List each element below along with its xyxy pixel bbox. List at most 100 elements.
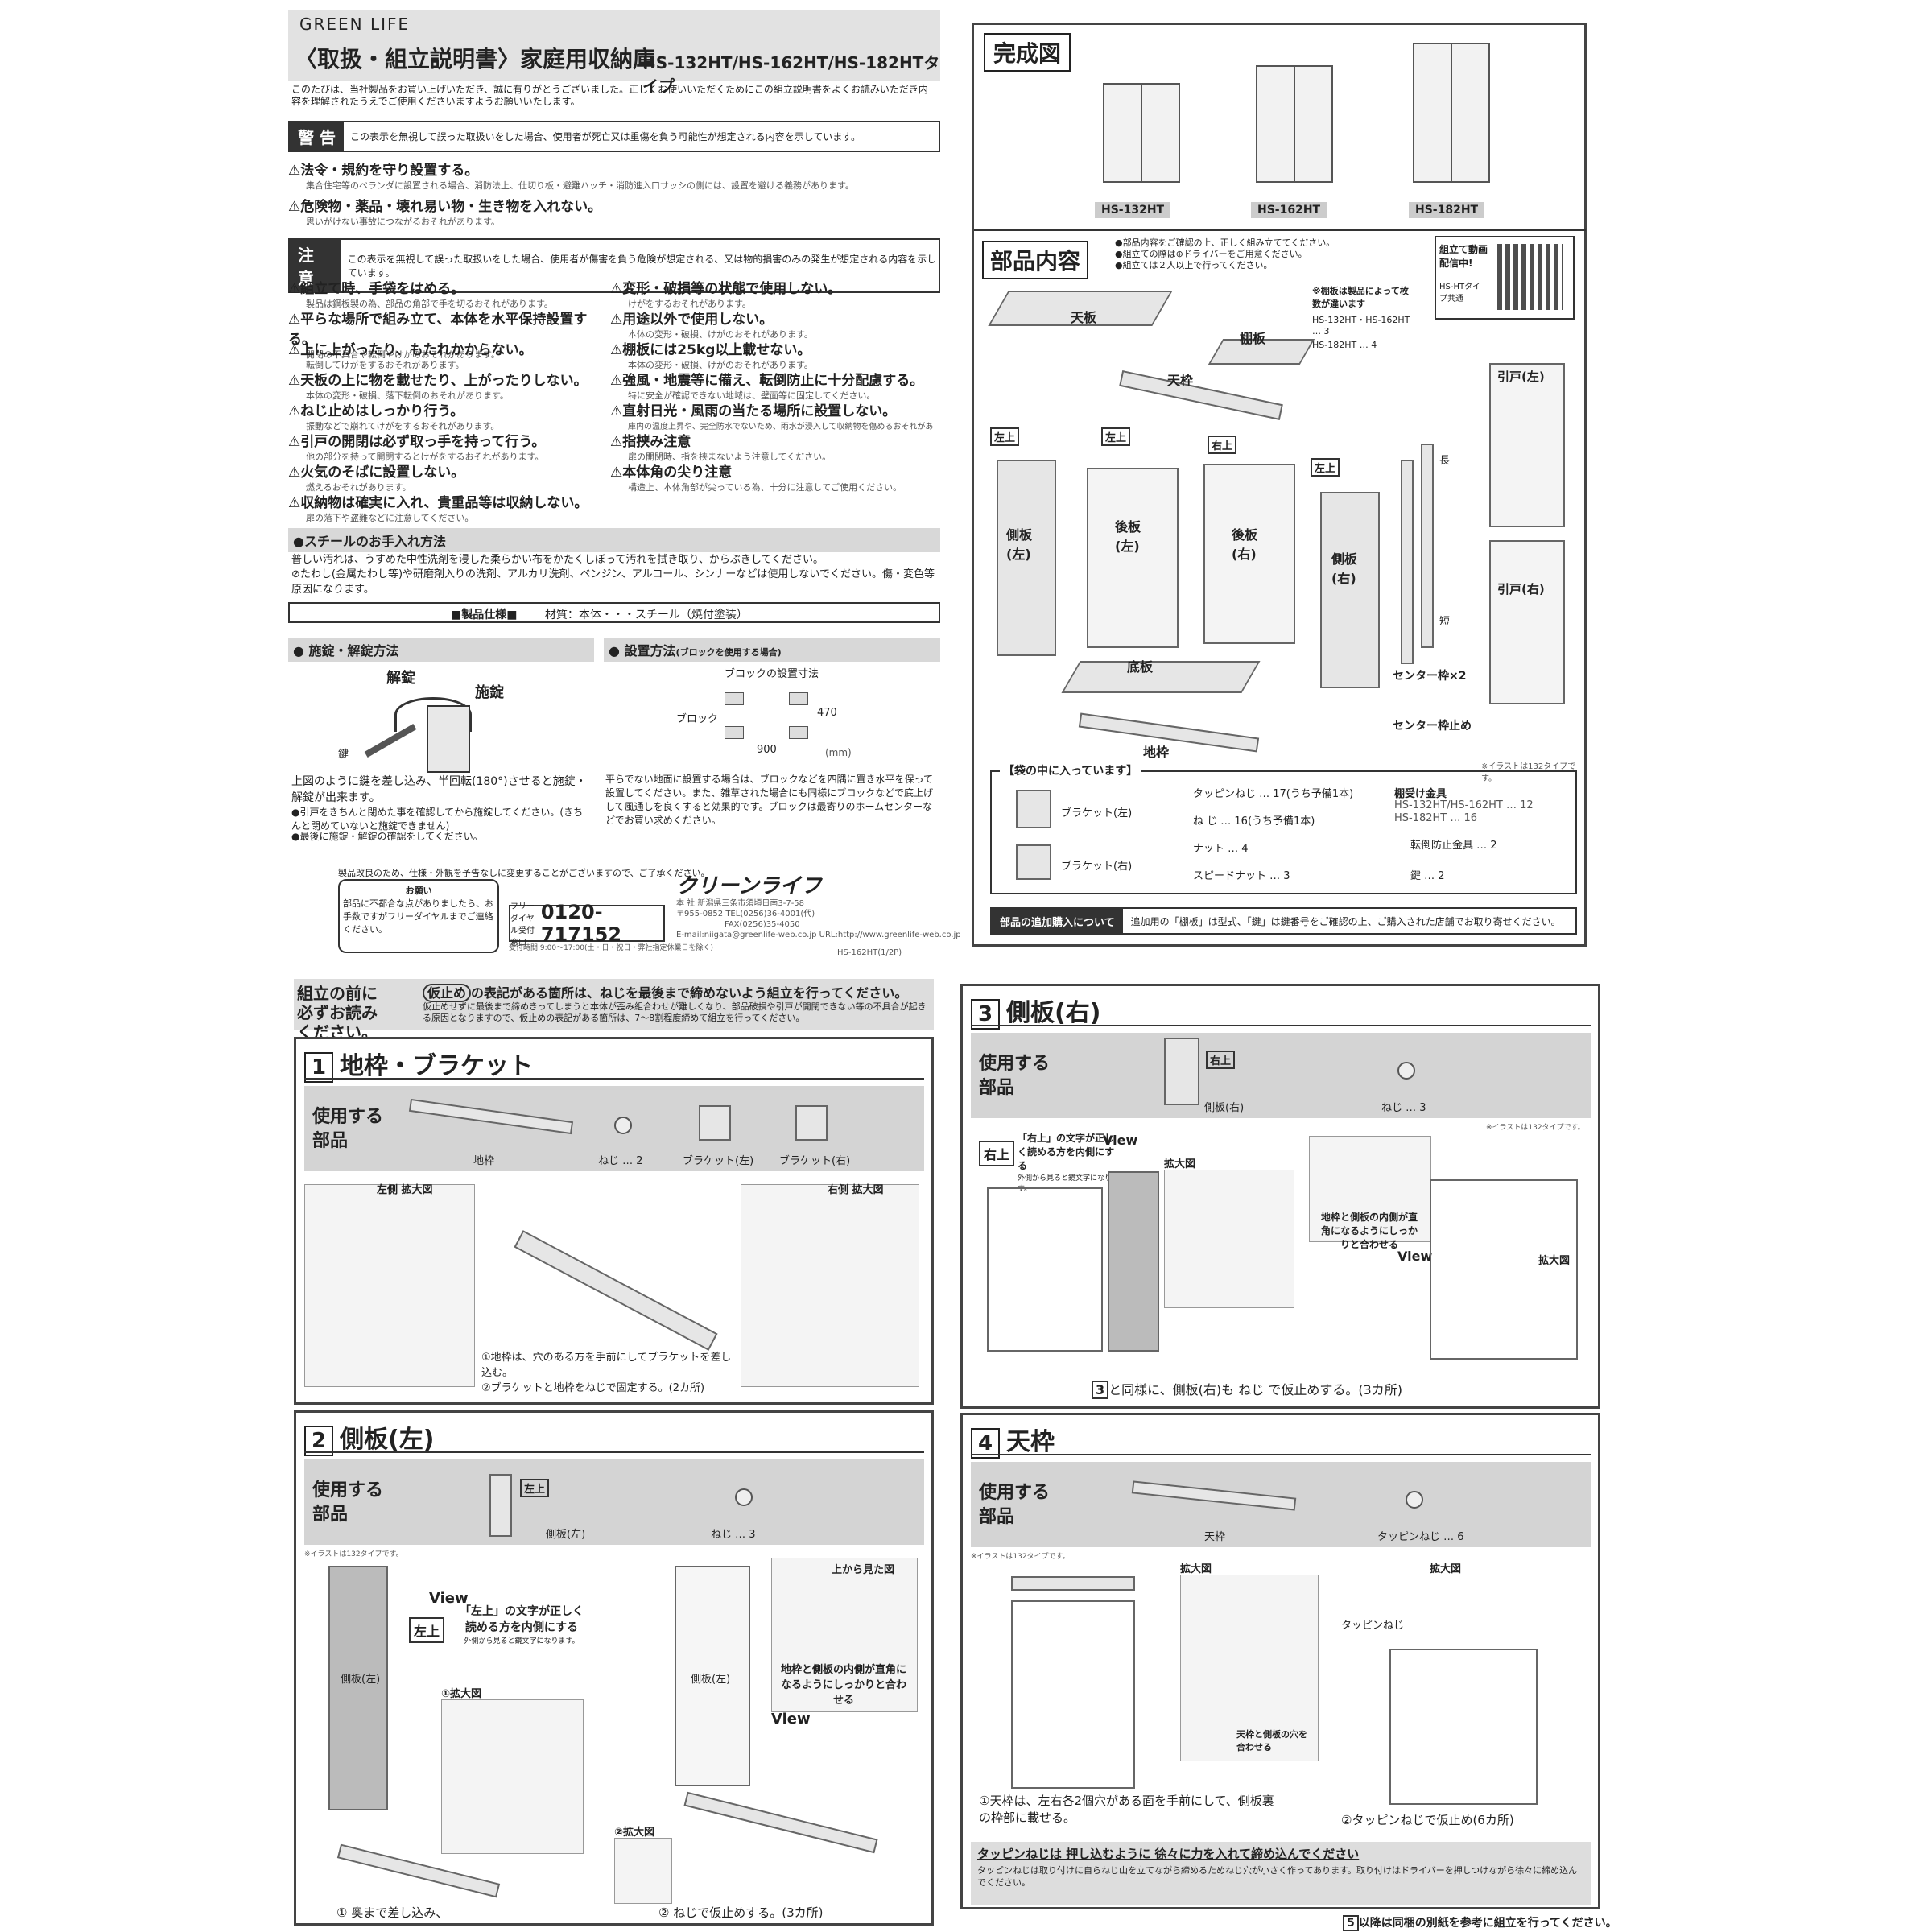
part-label-top-frame: 天枠 <box>1167 373 1194 388</box>
tap-label: タッピンねじ <box>1341 1620 1405 1632</box>
divider <box>971 1025 1591 1026</box>
caution-item: ⚠上に上がったり、もたれかからない。転倒してけがをするおそれがあります。 <box>288 342 533 370</box>
caution-item: ⚠指挟み注意扉の開閉時、指を挟まないよう注意してください。 <box>610 434 832 462</box>
cabinet-frame-illustration <box>1430 1179 1578 1360</box>
back-right-part <box>1203 464 1295 644</box>
divider <box>304 1451 924 1453</box>
step4-inst1: ①天枠は、左右各2個穴がある面を手前にして、側板裏の枠部に載せる。 <box>979 1794 1274 1825</box>
top-view-label: 上から見た図 <box>832 1564 895 1576</box>
view-label: View <box>429 1590 469 1607</box>
lock-title: ● 施錠・解錠方法 <box>288 638 594 662</box>
manual-title: 〈取扱・組立説明書〉家庭用収納庫 <box>295 46 656 72</box>
tag-left: 左上 <box>990 427 1020 446</box>
top-frame-part <box>1119 370 1283 420</box>
pre-note: 組立の前に必ずお読みください。 仮止めの表記がある箇所は、ねじを最後まで締めない… <box>294 979 934 1042</box>
rotation-arrow-icon <box>394 697 472 732</box>
pre-note-text: 仮止めの表記がある箇所は、ねじを最後まで締めないよう組立を行ってください。 <box>423 982 907 1002</box>
bag-box: 【袋の中に入っています】 ブラケット(左) ブラケット(右) タッピンねじ … … <box>990 762 1577 894</box>
qr-code-icon <box>1497 244 1563 310</box>
freedial-box: フリーダイヤル受付窓口 0120-717152 <box>509 901 665 947</box>
warning-triangle-icon: ⚠ <box>288 163 301 179</box>
part-label-door-left: 引戸(左) <box>1497 369 1545 384</box>
top-frame-icon <box>1131 1480 1297 1511</box>
use-parts-label: 使用する部品 <box>979 1483 1051 1527</box>
warning-triangle-icon: ⚠ <box>288 199 301 215</box>
zoom-label: 拡大図 <box>1538 1255 1571 1267</box>
company-address: 本 社 新潟県三条市須頃日南3-7-58〒955-0852 TEL(0256)3… <box>676 899 961 939</box>
parts-strip: 使用する部品 地枠 ねじ … 2 ブラケット(左) ブラケット(右) <box>304 1086 924 1171</box>
caution-item: ⚠用途以外で使用しない。本体の変形・破損、けがのおそれがあります。 <box>610 312 813 340</box>
zoom-label: 拡大図 <box>1164 1158 1196 1170</box>
zoom1-label: ①拡大図 <box>441 1688 482 1700</box>
spec-box: ■製品仕様■ 材質：本体・・・スチール（焼付塗装） <box>288 602 940 623</box>
tip-text: タッピンねじは取り付けに自らねじ山を立てながら締めるためねじ穴が小さく作ってあり… <box>977 1865 1578 1888</box>
cabinet-frame-illustration-2 <box>1389 1649 1538 1805</box>
bottom-panel-part <box>1061 661 1261 693</box>
zoom2-label: ②拡大図 <box>614 1827 655 1839</box>
base-frame-illustration <box>514 1230 718 1351</box>
zoom1-diagram <box>441 1699 584 1854</box>
parts-panel: 完成図 HS-132HT HS-162HT HS-182HT 部品内容 ●部品内… <box>972 23 1587 947</box>
tip-title: タッピンねじは 押し込むように 徐々に力を入れて締め込んでください <box>977 1847 1360 1861</box>
bracket-right-icon <box>1016 844 1051 880</box>
parts-strip: 使用する部品 右上 側板(右) ねじ … 3 <box>971 1033 1591 1118</box>
company-logo: クリーンライフ <box>676 874 822 898</box>
part-label-back-right: 後板(右) <box>1232 527 1258 562</box>
tag-left: 左上 <box>1311 458 1340 477</box>
use-parts-label: 使用する部品 <box>979 1054 1051 1098</box>
screw-item: ね じ … 16(うち予備1本) <box>1193 815 1315 828</box>
align-note: 地枠と側板の内側が直角になるようにしっかりと合わせる <box>780 1664 906 1707</box>
caution-item: ⚠組立て時、手袋をはめる。製品は鋼板製の為、部品の角部で手を切るおそれがあります… <box>288 281 553 309</box>
spec-label: ■製品仕様■ <box>451 609 518 621</box>
view-label: View <box>771 1711 811 1728</box>
caution-left-list: ⚠組立て時、手袋をはめる。製品は鋼板製の為、部品の角部で手を切るおそれがあります… <box>288 277 610 523</box>
model-label: HS-162HT <box>1251 202 1327 218</box>
model-label: HS-182HT <box>1409 202 1485 218</box>
block-shape <box>724 726 744 739</box>
block-shape <box>724 692 744 705</box>
install-desc: 平らでない地面に設置する場合は、ブロックなどを四隅に置き水平を保って設置してくだ… <box>605 774 934 826</box>
key-icon <box>364 724 417 758</box>
bracket-left-icon <box>1016 790 1051 828</box>
align-note: 地枠と側板の内側が直角になるようにしっかりと合わせる <box>1320 1212 1418 1250</box>
block-diagram: ブロックの設置寸法 ブロック 900 470 (mm) <box>676 665 877 770</box>
lock-desc: 上図のように鍵を差し込み、半回転(180°)させると施錠・解錠が出来ます。 <box>291 775 587 804</box>
spec-material: 材質：本体・・・スチール（焼付塗装） <box>544 609 748 621</box>
divider <box>304 1078 924 1080</box>
use-parts-label: 使用する部品 <box>312 1480 384 1525</box>
nut-item: ナット … 4 <box>1193 843 1249 855</box>
orientation-note: 「左上」の文字が正しく読める方を内側にする 外側から見ると鏡文字になります。 <box>460 1605 584 1645</box>
top-view-diagram <box>771 1558 918 1712</box>
care-line2: ⊘たわし(金属たわし等)や研磨剤入りの洗剤、アルカリ洗剤、ベンジン、アルコール、… <box>291 568 935 596</box>
caution-item: ⚠本体角の尖り注意構造上、本体角部が尖っている為、十分に注意してご使用ください。 <box>610 464 902 493</box>
frame-illustration <box>987 1187 1103 1352</box>
part-label-center: センター枠×2 <box>1393 670 1467 683</box>
ask-box: お願い 部品に不都合な点がありましたら、お手数ですがフリーダイヤルまでご連絡くだ… <box>338 879 499 953</box>
warning-desc: この表示を無視して誤った取扱いをした場合、使用者が死亡又は重傷を負う可能性が想定… <box>349 131 861 142</box>
video-box: 組立て動画配信中! HS-HTタイプ共通 <box>1435 236 1575 320</box>
holes-note: 天枠と側板の穴を合わせる <box>1236 1729 1307 1752</box>
cabinet-132 <box>1103 83 1180 183</box>
use-parts-label: 使用する部品 <box>312 1107 384 1151</box>
block-diagram-title: ブロックの設置寸法 <box>724 668 819 680</box>
side-left-part <box>997 460 1056 656</box>
lock-note1: ●引戸をきちんと閉めた事を確認してから施錠してください。(きちんと閉めていないと… <box>291 807 584 832</box>
tapping-screw-icon <box>1406 1491 1423 1509</box>
illustration-note: ※イラストは132タイプです。 <box>1481 762 1576 783</box>
caution-item: ⚠引戸の開閉は必ず取っ手を持って行う。他の部分を持って開閉するとけがをするおそれ… <box>288 434 546 462</box>
key-label: 鍵 <box>338 749 349 761</box>
door-right-part <box>1489 540 1565 704</box>
part-label-side-right: 側板(右) <box>1331 551 1358 586</box>
side-left-illustration-2 <box>675 1566 750 1786</box>
lock-cylinder-icon <box>427 705 470 773</box>
part-label-side-left: 側板(左) <box>1006 527 1033 562</box>
parts-notes: ●部品内容をご確認の上、正しく組み立ててください。●組立ての際は⊕ドライバーをご… <box>1115 237 1335 270</box>
zoom2-diagram <box>614 1838 672 1904</box>
key-item: 鍵 … 2 <box>1410 870 1445 882</box>
part-label-shelf: 棚板 <box>1240 331 1266 346</box>
part-label-base: 地枠 <box>1143 745 1170 760</box>
caution-item: ⚠火気のそばに設置しない。燃えるおそれがあります。 <box>288 464 465 493</box>
unit-label: (mm) <box>825 747 852 758</box>
